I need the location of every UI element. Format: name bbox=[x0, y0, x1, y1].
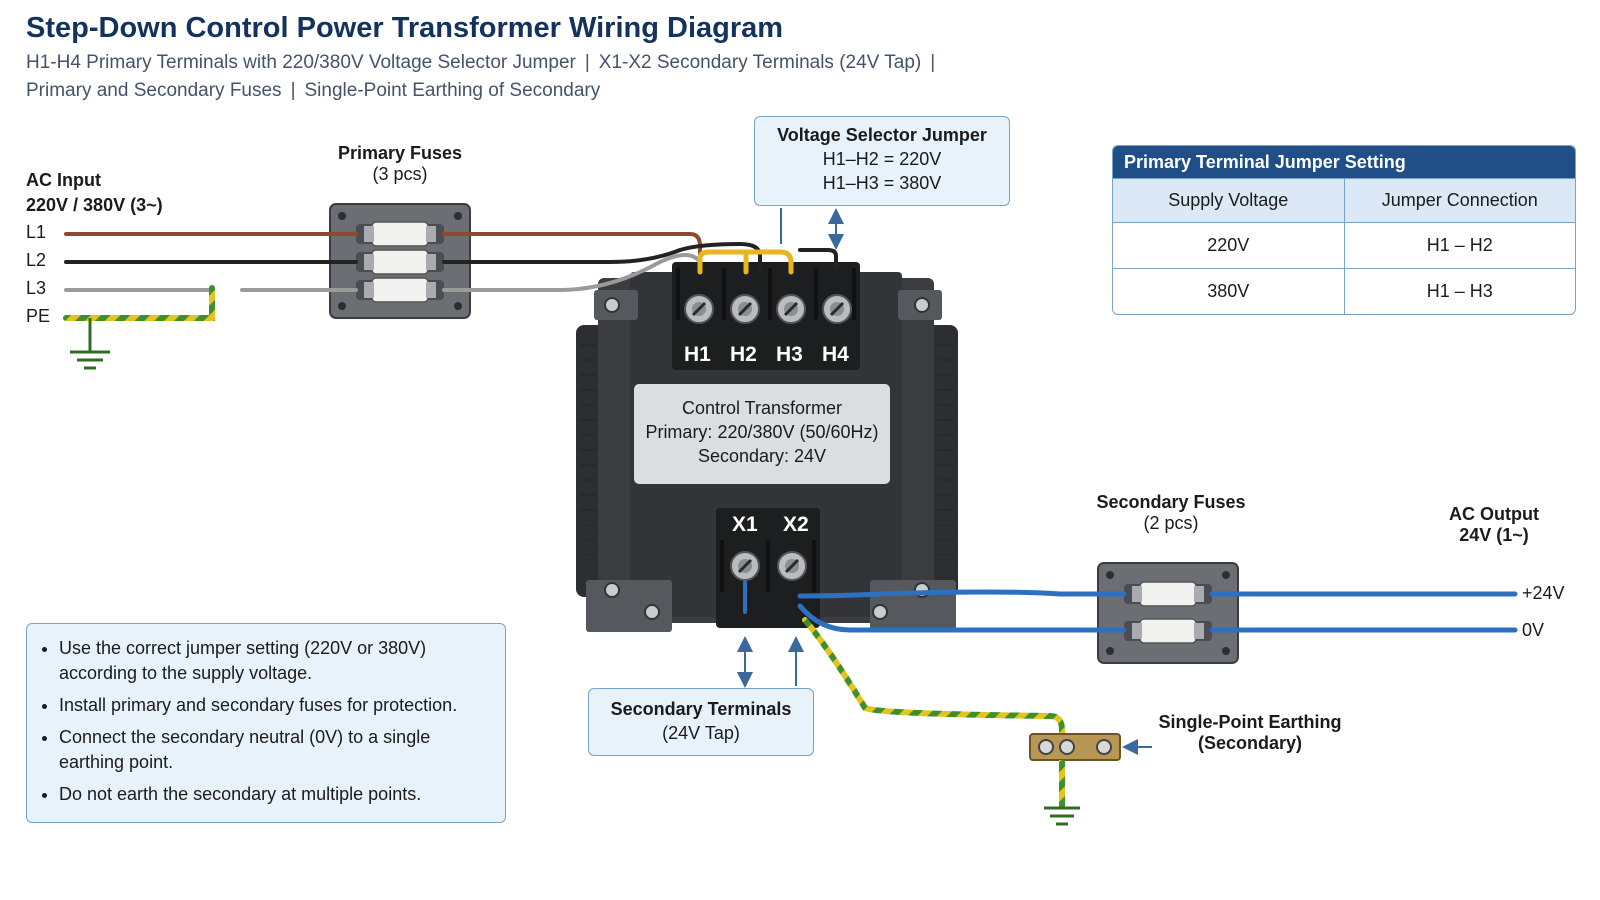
wire-zero-v bbox=[797, 603, 1518, 633]
earth-icon bbox=[70, 318, 110, 370]
terminal-screw-icon bbox=[684, 294, 714, 324]
ac-output-title: AC Output bbox=[1449, 504, 1539, 524]
terminal-label-x2: X2 bbox=[783, 513, 809, 536]
line-label-l2: L2 bbox=[26, 250, 47, 270]
table-header-row: Supply Voltage Jumper Connection bbox=[1113, 178, 1575, 223]
subtitle-item: X1-X2 Secondary Terminals (24V Tap) bbox=[598, 52, 922, 73]
voltage-selector-callout: Voltage Selector Jumper H1–H2 = 220V H1–… bbox=[754, 116, 1010, 206]
secondary-terminals-callout: Secondary Terminals (24V Tap) bbox=[588, 688, 814, 756]
terminal-label-x1: X1 bbox=[732, 513, 758, 536]
earthing-sub: (Secondary) bbox=[1197, 733, 1303, 753]
transformer-secondary: Secondary: 24V bbox=[697, 446, 827, 466]
table-cell: 380V bbox=[1113, 268, 1344, 314]
table-cell: H1 – H3 bbox=[1343, 268, 1575, 314]
earthing-title: Single-Point Earthing bbox=[1158, 712, 1342, 732]
output-label-zero-v: 0V bbox=[1522, 620, 1545, 640]
fuse-icon bbox=[356, 249, 444, 275]
secondary-wires bbox=[743, 580, 1518, 743]
subtitle-separator: | bbox=[584, 52, 590, 73]
subtitle-item: Primary and Secondary Fuses bbox=[26, 80, 282, 101]
wire-l2 bbox=[64, 241, 762, 270]
fuse-icon bbox=[1124, 581, 1212, 607]
terminal-screw-icon bbox=[777, 551, 807, 581]
subtitle-item: Single-Point Earthing of Secondary bbox=[304, 80, 601, 101]
ac-input-title: AC Input bbox=[26, 170, 101, 190]
wire-h4 bbox=[798, 248, 838, 270]
line-label-l1: L1 bbox=[26, 222, 47, 242]
wire-pe bbox=[63, 285, 215, 321]
note-item: Install primary and secondary fuses for … bbox=[59, 693, 495, 718]
table-row: 220V H1 – H2 bbox=[1113, 222, 1575, 269]
fuse-icon bbox=[356, 277, 444, 303]
wire-l3 bbox=[64, 253, 702, 292]
subtitle-line-2: Primary and Secondary Fuses | Single-Point… bbox=[26, 80, 600, 102]
primary-fuses-title: Primary Fuses bbox=[337, 143, 463, 163]
output-label-plus-24v: +24V bbox=[1522, 583, 1565, 603]
transformer-primary: Primary: 220/380V (50/60Hz) bbox=[645, 422, 879, 442]
terminal-label-h3: H3 bbox=[776, 343, 803, 366]
wire-secondary-earth bbox=[802, 617, 1065, 743]
jumper-setting-table: Primary Terminal Jumper Setting Supply V… bbox=[1112, 145, 1576, 315]
primary-fuses-count: (3 pcs) bbox=[372, 164, 428, 184]
notes-list: Use the correct jumper setting (220V or … bbox=[41, 636, 495, 807]
earthing-label: Single-Point Earthing (Secondary) bbox=[1150, 712, 1350, 754]
secondary-fuses-title: Secondary Fuses bbox=[1096, 492, 1246, 512]
voltage-selector-title: Voltage Selector Jumper bbox=[777, 125, 987, 145]
secondary-terminals-sub: (24V Tap) bbox=[662, 723, 740, 743]
terminal-label-h2: H2 bbox=[730, 343, 757, 366]
primary-fuses-label: Primary Fuses (3 pcs) bbox=[322, 143, 478, 185]
voltage-jumper bbox=[697, 249, 794, 275]
secondary-terminal-block bbox=[716, 508, 820, 628]
secondary-fuse-block bbox=[1097, 562, 1239, 664]
terminal-label-h1: H1 bbox=[684, 343, 711, 366]
subtitle-separator: | bbox=[930, 52, 936, 73]
earth-icon bbox=[1044, 806, 1080, 826]
terminal-screw-icon bbox=[730, 551, 760, 581]
terminal-screw-icon bbox=[822, 294, 852, 324]
table-header-cell: Jumper Connection bbox=[1343, 178, 1575, 223]
primary-terminal-block bbox=[672, 262, 860, 370]
subtitle-line-1: H1-H4 Primary Terminals with 220/380V Vo… bbox=[26, 52, 944, 74]
table-cell: 220V bbox=[1113, 222, 1344, 269]
line-label-pe: PE bbox=[26, 306, 51, 326]
transformer-nameplate: Control Transformer Primary: 220/380V (5… bbox=[634, 384, 890, 484]
table-cell: H1 – H2 bbox=[1343, 222, 1575, 269]
secondary-terminals-title: Secondary Terminals bbox=[610, 699, 792, 719]
ac-input-rating: 220V / 380V (3~) bbox=[26, 195, 163, 215]
notes-box: Use the correct jumper setting (220V or … bbox=[26, 623, 506, 823]
note-item: Use the correct jumper setting (220V or … bbox=[59, 636, 495, 686]
table-row: 380V H1 – H3 bbox=[1113, 268, 1575, 314]
voltage-selector-line-2: H1–H3 = 380V bbox=[822, 173, 942, 193]
line-label-l3: L3 bbox=[26, 278, 47, 298]
fuse-icon bbox=[1124, 618, 1212, 644]
subtitle-item: H1-H4 Primary Terminals with 220/380V Vo… bbox=[26, 52, 576, 73]
note-item: Connect the secondary neutral (0V) to a … bbox=[59, 725, 495, 775]
voltage-selector-line-1: H1–H2 = 220V bbox=[822, 149, 942, 169]
primary-fuse-block bbox=[329, 203, 471, 319]
callout-arrows bbox=[737, 208, 1152, 755]
terminal-label-h4: H4 bbox=[822, 343, 849, 366]
diagram-title: Step-Down Control Power Transformer Wiri… bbox=[26, 12, 784, 44]
terminal-screw-icon bbox=[730, 294, 760, 324]
ac-output-rating: 24V (1~) bbox=[1459, 525, 1529, 545]
fuse-icon bbox=[356, 221, 444, 247]
subtitle-separator: | bbox=[290, 80, 296, 101]
ac-output-label: AC Output 24V (1~) bbox=[1434, 504, 1554, 546]
wire-plus-24v bbox=[797, 589, 1518, 599]
primary-wires bbox=[63, 232, 838, 321]
secondary-fuses-label: Secondary Fuses (2 pcs) bbox=[1086, 492, 1256, 534]
note-item: Do not earth the secondary at multiple p… bbox=[59, 782, 495, 807]
secondary-fuses-count: (2 pcs) bbox=[1143, 513, 1199, 533]
table-header-cell: Supply Voltage bbox=[1113, 178, 1344, 223]
transformer-name: Control Transformer bbox=[681, 398, 843, 418]
terminal-screw-icon bbox=[776, 294, 806, 324]
earthing-bar bbox=[1029, 733, 1121, 808]
jumper-table-title: Primary Terminal Jumper Setting bbox=[1113, 146, 1575, 178]
